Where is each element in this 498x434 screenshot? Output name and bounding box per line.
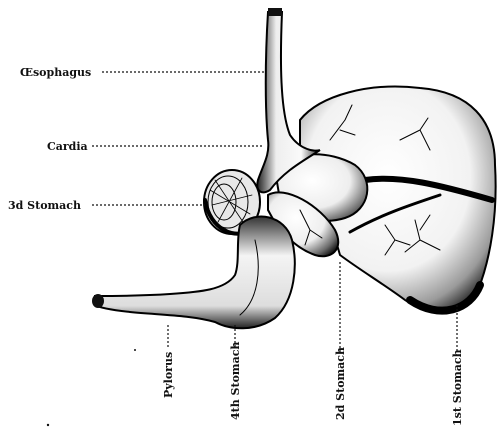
third-stomach-label: 3d Stomach — [8, 199, 81, 212]
first-stomach-label: 1st Stomach — [451, 349, 464, 426]
cardia-label: Cardia — [47, 140, 88, 153]
second-stomach-label: 2d Stomach — [334, 347, 347, 420]
fourth-stomach-shape — [92, 217, 295, 329]
oesophagus-label: Œsophagus — [20, 66, 91, 79]
fourth-stomach-label: 4th Stomach — [229, 342, 242, 420]
speck — [47, 424, 49, 426]
pylorus-label: Pylorus — [162, 352, 175, 398]
speck — [134, 349, 136, 351]
